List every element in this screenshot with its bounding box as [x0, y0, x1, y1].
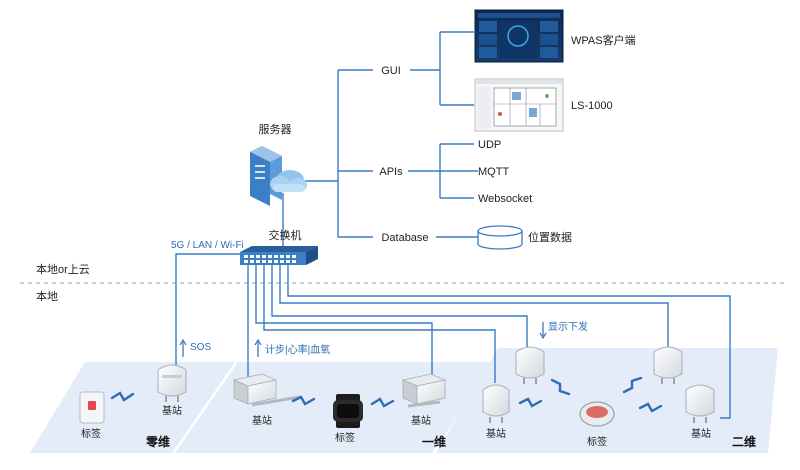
network-switch-icon: [240, 246, 318, 265]
zero-dimension-label: 零维: [145, 434, 170, 449]
ls1000-label: LS-1000: [571, 100, 613, 112]
network-link-label: 5G / LAN / Wi-Fi: [171, 240, 244, 251]
two-base-station-right-label: 基站: [691, 427, 711, 440]
database-icon: [477, 225, 523, 250]
vitals-label: 计步|心率|血氧: [265, 343, 330, 356]
mqtt-label: MQTT: [478, 166, 509, 178]
two-base-station-top-left-icon: [515, 346, 545, 384]
zero-tag-label: 标签: [81, 427, 101, 440]
apis-label: APIs: [379, 166, 403, 178]
udp-label: UDP: [478, 139, 501, 151]
server-icon: [250, 146, 307, 206]
one-base-station-right-label: 基站: [411, 414, 431, 427]
database-label: Database: [381, 232, 428, 244]
wristband-tag-icon: [579, 401, 615, 427]
two-base-station-top-right-icon: [653, 346, 683, 384]
wpas-dashboard-thumbnail: [474, 9, 564, 63]
two-base-station-right-icon: [685, 384, 715, 423]
two-tag-label: 标签: [587, 435, 607, 448]
server-label: 服务器: [259, 123, 292, 136]
one-base-station-right-icon: [401, 373, 447, 408]
display-label: 显示下发: [548, 320, 588, 333]
connection-lines: [175, 31, 731, 419]
one-dimension-label: 一维: [422, 434, 446, 449]
zero-base-station-label: 基站: [162, 404, 182, 417]
two-dimension-label: 二维: [732, 434, 756, 449]
zero-base-station-icon: [157, 364, 187, 402]
wireless-signals: [110, 376, 663, 413]
smartwatch-tag-icon: [333, 394, 363, 428]
switch-label: 交换机: [269, 228, 302, 242]
zero-tag-icon: [79, 391, 105, 424]
cloud-region-label: 本地or上云: [36, 262, 90, 276]
one-base-station-left-icon: [232, 373, 301, 407]
local-region-label: 本地: [36, 289, 58, 303]
one-tag-label: 标签: [335, 431, 355, 444]
gui-label: GUI: [381, 65, 401, 77]
two-base-station-left-label: 基站: [486, 427, 506, 440]
wpas-label: WPAS客户端: [571, 33, 636, 47]
websocket-label: Websocket: [478, 193, 532, 205]
two-base-station-left-icon: [482, 384, 510, 423]
one-base-station-left-label: 基站: [252, 414, 272, 427]
position-data-label: 位置数据: [528, 230, 572, 244]
sos-label: SOS: [190, 342, 211, 353]
ls1000-floorplan-thumbnail: [474, 78, 564, 132]
